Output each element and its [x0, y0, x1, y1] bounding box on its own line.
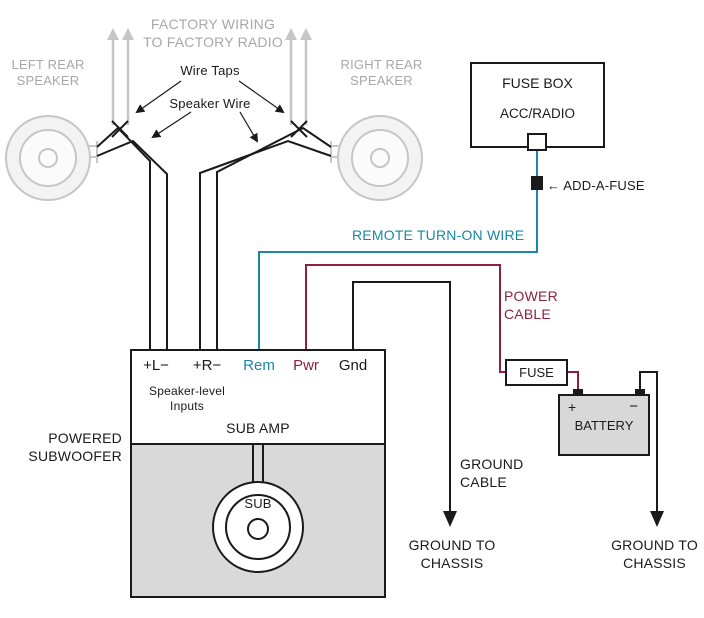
right-rear-speaker	[330, 115, 423, 201]
speaker-wire-left-2	[96, 139, 168, 349]
wire-taps-pointer-right	[238, 80, 285, 114]
battery-positive-terminal: +	[568, 399, 577, 415]
ground-cable-label: GROUND CABLE	[460, 456, 524, 490]
left-rear-speaker-label: LEFT REAR SPEAKER	[11, 57, 85, 89]
add-a-fuse-label: ← ADD-A-FUSE	[547, 178, 645, 193]
speaker-terminal-bracket	[330, 141, 339, 163]
speaker-wire-left-1	[96, 126, 151, 349]
power-cable-wire	[305, 264, 505, 373]
speaker-terminal-bracket	[89, 141, 98, 163]
speaker-mid-ring	[351, 129, 409, 187]
battery: + − BATTERY	[558, 394, 650, 456]
speaker-mid-ring	[19, 129, 77, 187]
sub-amp-label: SUB AMP	[226, 420, 290, 436]
ground-arrowhead-left	[443, 511, 457, 527]
battery-negative-terminal: −	[629, 398, 638, 415]
speaker-wire-right-1	[216, 126, 332, 349]
speaker-center	[370, 148, 390, 168]
fuse-box-title: FUSE BOX	[502, 75, 573, 91]
speaker-wire-label: Speaker Wire	[169, 96, 251, 111]
ground-cable-wire	[352, 281, 451, 514]
amp-terminal-left-input: +L−	[143, 357, 169, 374]
battery-ground-wire	[639, 371, 658, 514]
inline-fuse-label: FUSE	[519, 365, 554, 380]
remote-turn-on-wire-label: REMOTE TURN-ON WIRE	[352, 227, 525, 243]
speaker-center	[38, 148, 58, 168]
ground-chassis-left-label: GROUND TO CHASSIS	[408, 537, 496, 571]
battery-positive-post	[573, 389, 583, 397]
amp-terminal-power: Pwr	[293, 357, 319, 374]
sub-connector-line	[262, 445, 264, 482]
speaker-wire-pointer-left	[151, 111, 192, 139]
sub-label: SUB	[244, 496, 272, 511]
add-a-fuse-square	[531, 176, 543, 190]
right-rear-speaker-label: RIGHT REAR SPEAKER	[340, 57, 423, 89]
wire-taps-label: Wire Taps	[180, 63, 240, 78]
fuse-box-circuit-label: ACC/RADIO	[499, 106, 575, 121]
left-rear-speaker	[5, 115, 98, 201]
speaker-level-inputs-label: Speaker-level Inputs	[149, 384, 225, 413]
ground-chassis-right-label: GROUND TO CHASSIS	[611, 537, 698, 571]
power-cable-wire-fuse-to-battery	[567, 371, 579, 392]
speaker-wire-pointer-right	[239, 111, 259, 143]
sub-connector-line	[252, 445, 254, 482]
wire-taps-pointer-left	[135, 80, 182, 114]
speaker-wire-right-2	[199, 139, 332, 349]
inline-fuse: FUSE	[505, 359, 568, 386]
amp-terminal-remote: Rem	[243, 357, 275, 374]
sub-cone-center	[247, 518, 269, 540]
power-cable-label: POWER CABLE	[504, 288, 558, 322]
amp-terminal-right-input: +R−	[192, 357, 222, 374]
powered-subwoofer-label: POWERED SUBWOOFER	[28, 430, 122, 464]
amp-terminal-ground: Gnd	[338, 357, 368, 374]
remote-turn-on-wire	[258, 151, 538, 349]
fuse-box-connector	[527, 133, 547, 151]
factory-wiring-label: FACTORY WIRING TO FACTORY RADIO	[143, 16, 283, 50]
ground-arrowhead-right	[650, 511, 664, 527]
battery-label: BATTERY	[574, 418, 634, 433]
